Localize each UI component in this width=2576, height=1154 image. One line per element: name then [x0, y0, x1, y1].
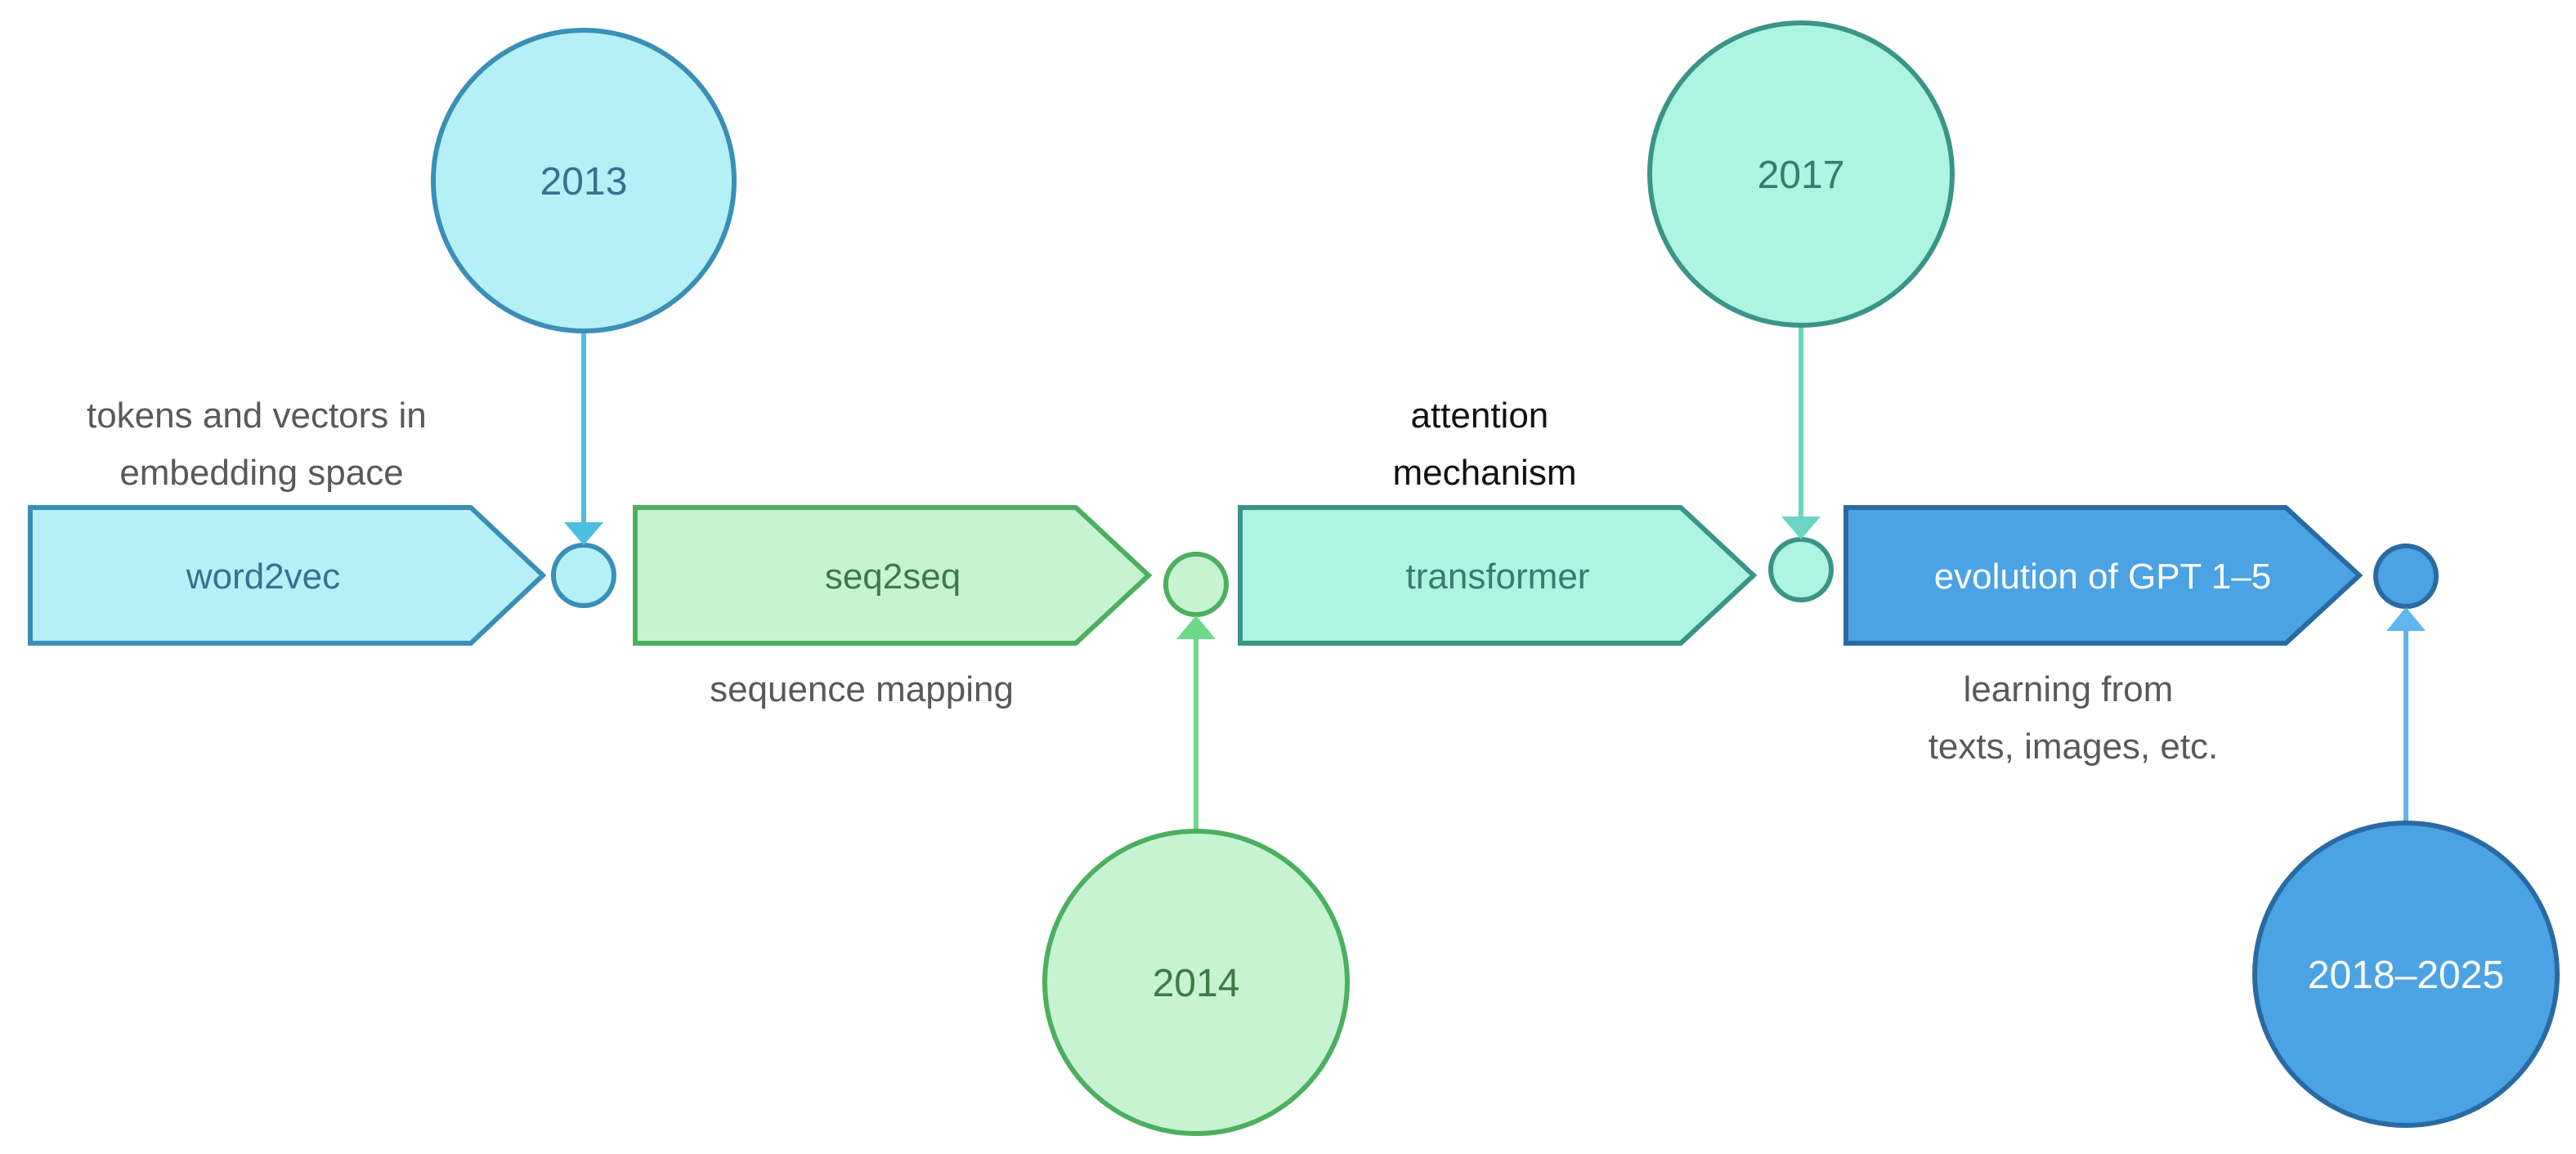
gpt-node: [2373, 543, 2439, 609]
year-2013-circle: [431, 28, 737, 333]
seq2seq-arrow: [633, 505, 1153, 646]
year-2014-label: 2014: [1153, 962, 1240, 1005]
stage-seq2seq: seq2seq 2014 sequence mapping: [633, 505, 1350, 1136]
word2vec-node: [551, 543, 616, 608]
year-2018-2025-label: 2018–2025: [2308, 954, 2504, 997]
stage-word2vec: word2vec 2013 tokens and vectors in embe…: [28, 28, 737, 646]
seq2seq-node: [1163, 552, 1229, 617]
transformer-note: attention mechanism: [1393, 396, 1577, 493]
seq2seq-note: sequence mapping: [710, 669, 1014, 709]
year-2017-label: 2017: [1758, 154, 1845, 197]
gpt-arrow: [1844, 505, 2363, 646]
transformer-label: transformer: [1406, 557, 1590, 597]
gpt-note: learning from texts, images, etc.: [1929, 669, 2219, 767]
2014-arrowhead: [1176, 615, 1216, 639]
seq2seq-label: seq2seq: [825, 557, 961, 597]
2013-arrowhead: [564, 522, 603, 545]
stage-transformer: transformer 2017 attention mechanism: [1238, 20, 1955, 646]
gpt-label: evolution of GPT 1–5: [1934, 557, 2272, 597]
2017-arrowhead: [1781, 517, 1821, 539]
year-2017-circle: [1647, 20, 1955, 328]
transformer-node: [1768, 537, 1834, 602]
year-2014-circle: [1042, 829, 1350, 1136]
2018-2025-arrowhead: [2386, 607, 2426, 631]
word2vec-arrow: [28, 505, 547, 646]
stage-gpt: evolution of GPT 1–5 2018–2025 learning …: [1844, 505, 2560, 1128]
year-2013-label: 2013: [540, 160, 628, 204]
transformer-arrow: [1238, 505, 1758, 646]
word2vec-note: tokens and vectors in embedding space: [87, 396, 437, 493]
word2vec-label: word2vec: [186, 557, 340, 597]
year-2018-2025-circle: [2252, 821, 2560, 1128]
